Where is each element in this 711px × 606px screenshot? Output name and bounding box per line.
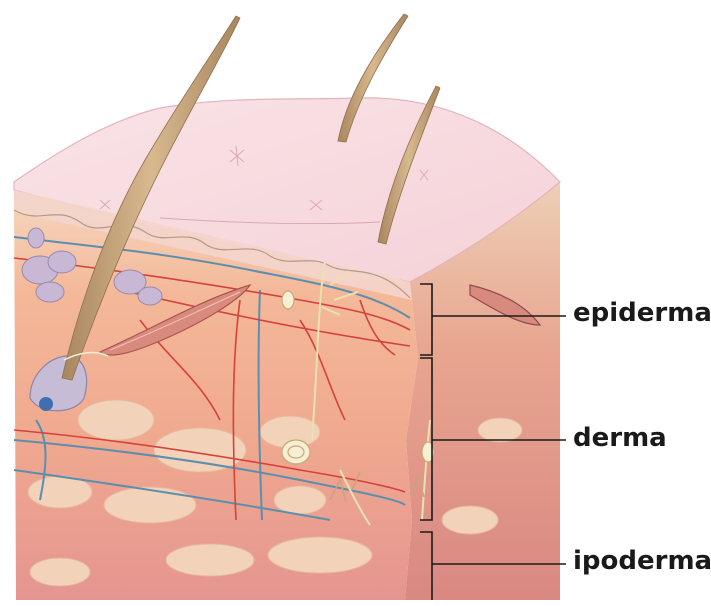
label-epidermis: epiderma (573, 300, 711, 326)
label-dermis: derma (573, 425, 667, 451)
label-hypodermis: ipoderma (573, 548, 711, 574)
